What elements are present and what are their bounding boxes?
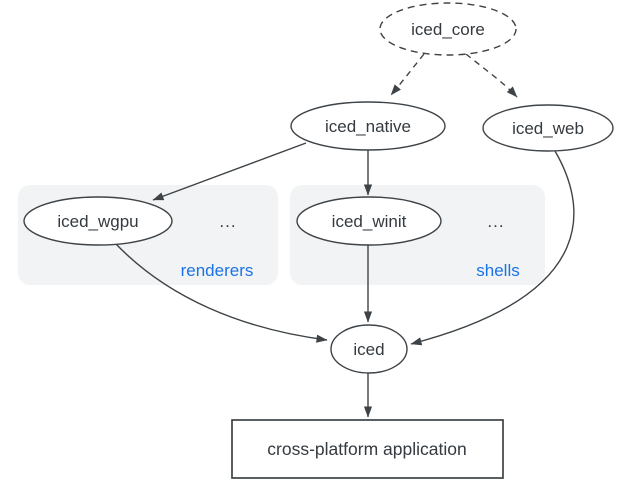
group-renderers-label: renderers: [181, 261, 254, 280]
node-iced: [330, 324, 408, 374]
node-iced_wgpu: [23, 196, 173, 246]
edge-iced_native-to-iced_wgpu: [152, 142, 307, 201]
edge-iced_wgpu-to-iced: [115, 243, 328, 343]
node-iced_native-label: iced_native: [325, 117, 411, 136]
node-iced_core-label: iced_core: [411, 20, 485, 39]
node-iced_core: [379, 2, 517, 56]
node-cross-platform-application: [231, 419, 504, 479]
node-iced_web-label: iced_web: [512, 119, 584, 138]
edge-iced_core-to-iced_web: [465, 53, 518, 98]
node-iced-label: iced: [353, 340, 384, 359]
node-iced_wgpu-label: iced_wgpu: [57, 212, 138, 231]
node-iced_winit-label: iced_winit: [332, 212, 407, 231]
node-cross-platform-application-label: cross-platform application: [267, 439, 466, 459]
node-iced_web: [482, 104, 614, 152]
node-iced_native: [290, 101, 446, 151]
node-iced_winit: [296, 196, 442, 246]
group-shells-ellipsis: ...: [487, 212, 504, 231]
group-shells-label: shells: [476, 261, 519, 280]
group-renderers-ellipsis: ...: [219, 212, 236, 231]
edge-iced_web-to-iced: [410, 150, 575, 346]
edge-iced_core-to-iced_native: [390, 53, 425, 96]
